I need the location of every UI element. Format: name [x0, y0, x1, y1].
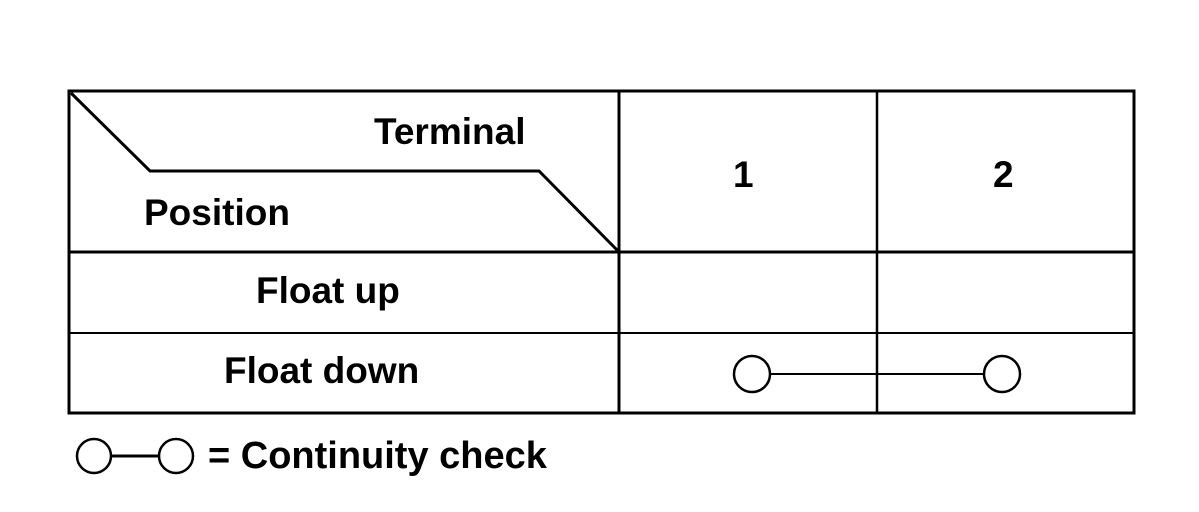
terminal-2-circle	[982, 354, 1022, 394]
row-label-float-down: Float down	[224, 350, 420, 391]
header-terminal-label: Terminal	[374, 111, 526, 152]
row-label-float-up: Float up	[256, 270, 400, 311]
legend-circle-right	[157, 437, 195, 475]
legend-symbol	[75, 437, 195, 475]
legend-text: = Continuity check	[208, 435, 547, 477]
column-header-1: 1	[733, 154, 754, 195]
terminal-1-circle	[732, 354, 772, 394]
legend-circle-left	[75, 437, 113, 475]
header-position-label: Position	[144, 192, 290, 233]
header-diagonal-line	[69, 91, 621, 254]
continuity-symbol	[732, 354, 1022, 394]
column-header-2: 2	[993, 154, 1014, 195]
